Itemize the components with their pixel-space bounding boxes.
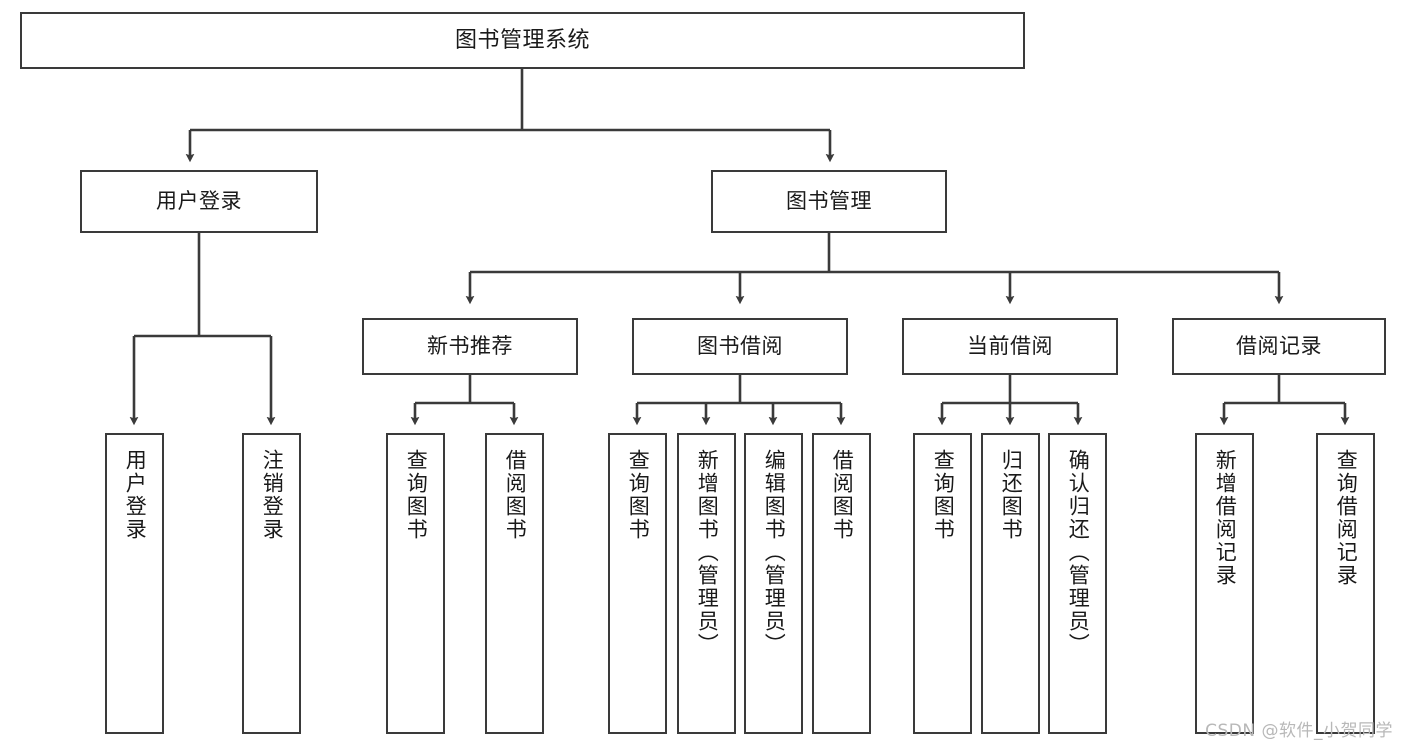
- node-label: 归还图书: [999, 449, 1024, 541]
- leaf-user-login-login[interactable]: 用户登录: [105, 433, 164, 734]
- node-book-borrow[interactable]: 图书借阅: [632, 318, 848, 375]
- node-label: 图书管理系统: [454, 27, 590, 53]
- leaf-book-borrow-add-book-admin[interactable]: 新增图书（管理员）: [677, 433, 736, 734]
- node-label: 查询借阅记录: [1334, 449, 1359, 587]
- leaf-current-borrow-confirm-return-admin[interactable]: 确认归还（管理员）: [1048, 433, 1107, 734]
- node-label: 查询图书: [931, 449, 956, 541]
- node-borrow-records[interactable]: 借阅记录: [1172, 318, 1386, 375]
- node-label: 确认归还（管理员）: [1066, 449, 1091, 656]
- node-label: 借阅图书: [830, 449, 855, 541]
- leaf-book-borrow-query-book[interactable]: 查询图书: [608, 433, 667, 734]
- node-label: 注销登录: [260, 449, 285, 541]
- node-label: 用户登录: [123, 449, 148, 541]
- leaf-new-book-query-book[interactable]: 查询图书: [386, 433, 445, 734]
- node-book-management[interactable]: 图书管理: [711, 170, 947, 233]
- node-root-book-management-system[interactable]: 图书管理系统: [20, 12, 1025, 69]
- node-label: 新增借阅记录: [1213, 449, 1238, 587]
- node-label: 当前借阅: [967, 334, 1053, 359]
- node-label: 借阅图书: [503, 449, 528, 541]
- node-label: 编辑图书（管理员）: [762, 449, 787, 656]
- node-label: 用户登录: [156, 189, 242, 214]
- node-label: 图书借阅: [697, 334, 783, 359]
- leaf-current-borrow-return-book[interactable]: 归还图书: [981, 433, 1040, 734]
- leaf-current-borrow-query-book[interactable]: 查询图书: [913, 433, 972, 734]
- leaf-borrow-records-add-record[interactable]: 新增借阅记录: [1195, 433, 1254, 734]
- node-label: 借阅记录: [1236, 334, 1322, 359]
- leaf-new-book-borrow-book[interactable]: 借阅图书: [485, 433, 544, 734]
- csdn-watermark: CSDN @软件_小贺同学: [1205, 721, 1393, 741]
- node-current-borrow[interactable]: 当前借阅: [902, 318, 1118, 375]
- node-label: 新增图书（管理员）: [695, 449, 720, 656]
- node-label: 新书推荐: [427, 334, 513, 359]
- leaf-user-login-logout[interactable]: 注销登录: [242, 433, 301, 734]
- node-label: 查询图书: [626, 449, 651, 541]
- leaf-borrow-records-query-record[interactable]: 查询借阅记录: [1316, 433, 1375, 734]
- node-label: 查询图书: [404, 449, 429, 541]
- leaf-book-borrow-borrow-book[interactable]: 借阅图书: [812, 433, 871, 734]
- node-label: 图书管理: [786, 189, 872, 214]
- node-new-book-recommend[interactable]: 新书推荐: [362, 318, 578, 375]
- node-user-login[interactable]: 用户登录: [80, 170, 318, 233]
- leaf-book-borrow-edit-book-admin[interactable]: 编辑图书（管理员）: [744, 433, 803, 734]
